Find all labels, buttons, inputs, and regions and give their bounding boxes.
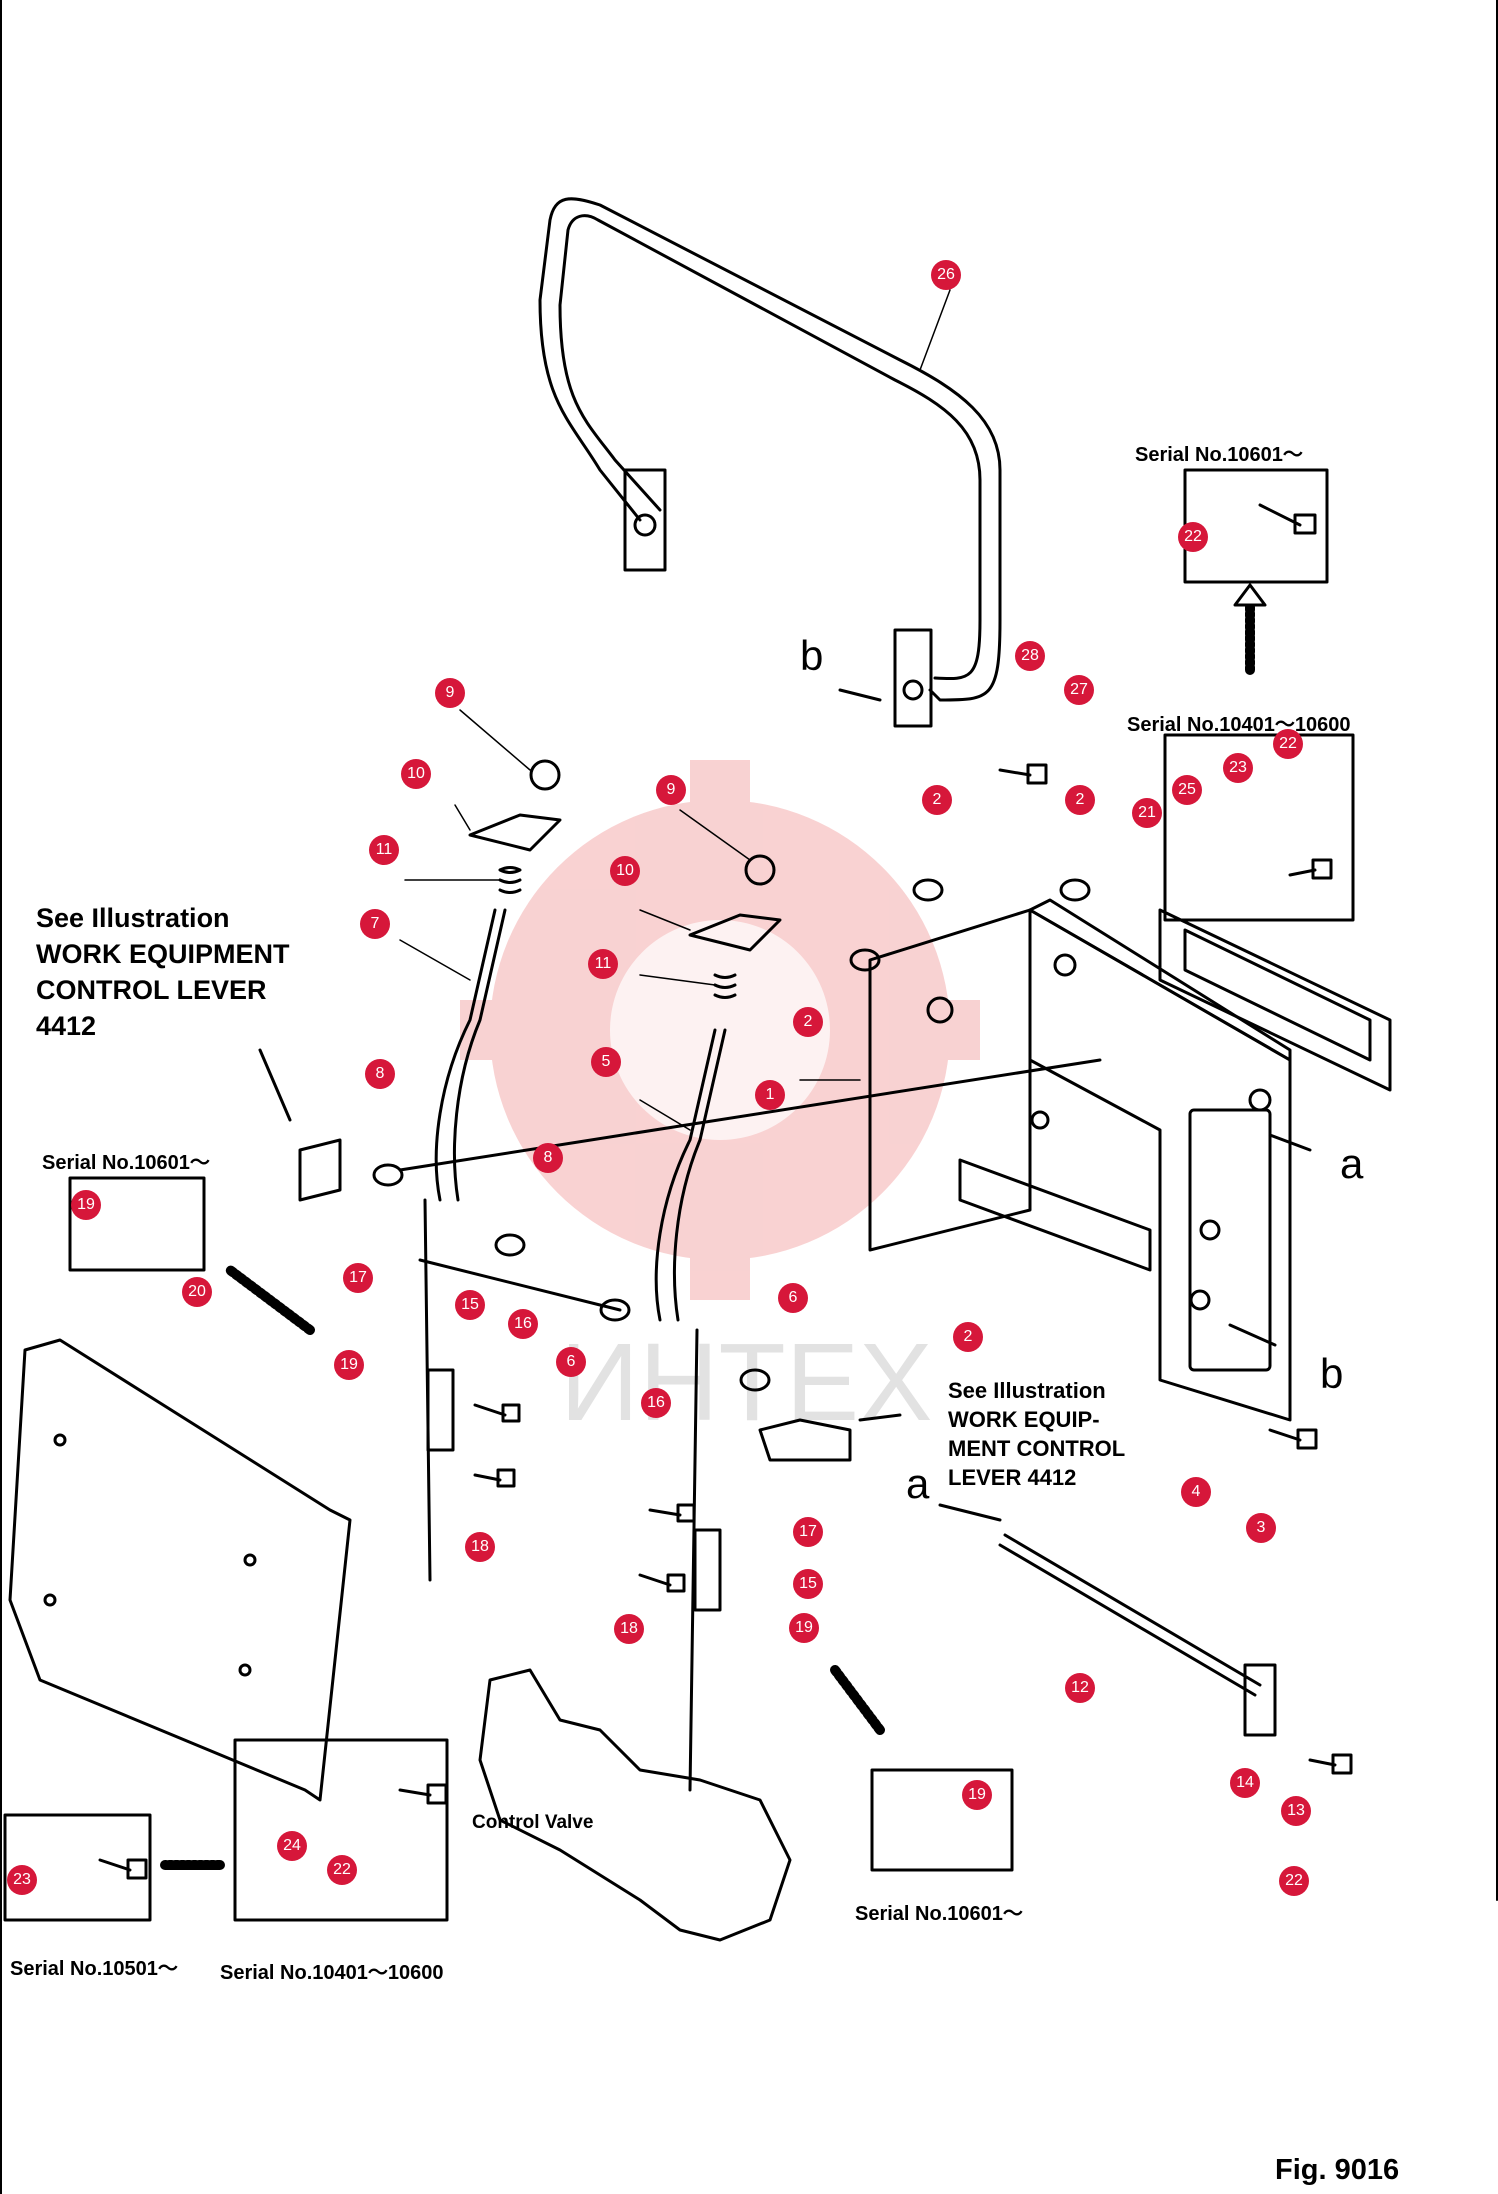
cover-20: [8, 1338, 352, 1802]
box-bottom-left-b: [233, 1738, 449, 1922]
callout-22[interactable]: 22: [1279, 1866, 1309, 1896]
callout-13[interactable]: 13: [1281, 1796, 1311, 1826]
callout-14[interactable]: 14: [1230, 1768, 1260, 1798]
watermark-text: ИНТЕХ: [560, 1321, 932, 1444]
callout-7[interactable]: 7: [360, 909, 390, 939]
callout-23[interactable]: 23: [7, 1865, 37, 1895]
callout-2[interactable]: 2: [953, 1322, 983, 1352]
callout-2[interactable]: 2: [1065, 785, 1095, 815]
control-valve: [478, 1668, 792, 1942]
callout-4[interactable]: 4: [1181, 1477, 1211, 1507]
note-right-line2: WORK EQUIP-: [948, 1407, 1100, 1432]
plate-21: [1158, 908, 1392, 1092]
note-right-line1: See Illustration: [948, 1378, 1106, 1403]
arrow-bottom-right: [830, 1665, 885, 1735]
callout-9[interactable]: 9: [656, 775, 686, 805]
callout-18[interactable]: 18: [465, 1532, 495, 1562]
callout-20[interactable]: 20: [182, 1277, 212, 1307]
serial-bottom-right: Serial No.10601～: [855, 1903, 1023, 1925]
callout-22[interactable]: 22: [1178, 522, 1208, 552]
callout-15[interactable]: 15: [455, 1290, 485, 1320]
callout-22[interactable]: 22: [1273, 729, 1303, 759]
callout-19[interactable]: 19: [789, 1613, 819, 1643]
callout-22[interactable]: 22: [327, 1855, 357, 1885]
callout-17[interactable]: 17: [793, 1517, 823, 1547]
box-bottom-left-a: [3, 1813, 152, 1922]
view-letter-b-right: b: [1320, 1350, 1344, 1397]
callout-19[interactable]: 19: [71, 1190, 101, 1220]
serial-top-right: Serial No.10601～: [1135, 444, 1303, 466]
box-bottom-right: [870, 1768, 1014, 1872]
callout-1[interactable]: 1: [755, 1080, 785, 1110]
callout-16[interactable]: 16: [508, 1309, 538, 1339]
callout-23[interactable]: 23: [1223, 753, 1253, 783]
lever-stand-frame: [868, 898, 1292, 1422]
callout-21[interactable]: 21: [1132, 798, 1162, 828]
callout-27[interactable]: 27: [1064, 675, 1094, 705]
note-left-line4: 4412: [36, 1011, 97, 1041]
note-right-line4: LEVER 4412: [948, 1465, 1077, 1490]
arrow-up-top-right: [1233, 583, 1267, 675]
view-letter-a-bottom: a: [906, 1460, 930, 1507]
serial-bottom-left-b: Serial No.10401～10600: [220, 1962, 444, 1984]
callout-8[interactable]: 8: [533, 1143, 563, 1173]
callout-16[interactable]: 16: [641, 1388, 671, 1418]
callout-25[interactable]: 25: [1172, 775, 1202, 805]
view-letter-a-right: a: [1340, 1140, 1364, 1187]
note-left-line1: See Illustration: [36, 903, 230, 933]
note-right-line3: MENT CONTROL: [948, 1436, 1126, 1461]
note-left-line3: CONTROL LEVER: [36, 975, 267, 1005]
callout-11[interactable]: 11: [588, 949, 618, 979]
bolts: [98, 503, 1353, 1880]
box-left-upper: [68, 1176, 206, 1272]
callout-12[interactable]: 12: [1065, 1673, 1095, 1703]
box-top-right: [1183, 468, 1329, 584]
callout-18[interactable]: 18: [614, 1614, 644, 1644]
callout-8[interactable]: 8: [365, 1059, 395, 1089]
callout-26[interactable]: 26: [931, 260, 961, 290]
callout-11[interactable]: 11: [369, 835, 399, 865]
callout-15[interactable]: 15: [793, 1569, 823, 1599]
callout-9[interactable]: 9: [435, 678, 465, 708]
callout-2[interactable]: 2: [922, 785, 952, 815]
callout-24[interactable]: 24: [277, 1831, 307, 1861]
callout-17[interactable]: 17: [343, 1263, 373, 1293]
view-letter-b-top: b: [800, 632, 824, 679]
control-valve-label: Control Valve: [472, 1812, 594, 1833]
callout-10[interactable]: 10: [401, 759, 431, 789]
callout-2[interactable]: 2: [793, 1007, 823, 1037]
serial-left-upper: Serial No.10601～: [42, 1152, 210, 1174]
serial-mid-right: Serial No.10401～10600: [1127, 714, 1351, 736]
note-left-line2: WORK EQUIPMENT: [36, 939, 290, 969]
callout-10[interactable]: 10: [610, 856, 640, 886]
rod-12: [998, 1533, 1277, 1737]
figure-label: Fig. 9016: [1275, 2154, 1400, 2186]
callout-19[interactable]: 19: [962, 1780, 992, 1810]
callout-5[interactable]: 5: [591, 1047, 621, 1077]
arrow-left-upper: [225, 1265, 315, 1335]
box-mid-right: [1163, 733, 1355, 922]
callout-6[interactable]: 6: [778, 1283, 808, 1313]
handrail: [538, 197, 1002, 728]
serial-bottom-left-a: Serial No.10501～: [10, 1958, 178, 1980]
callout-28[interactable]: 28: [1015, 641, 1045, 671]
callout-6[interactable]: 6: [556, 1347, 586, 1377]
callout-19[interactable]: 19: [334, 1350, 364, 1380]
callout-3[interactable]: 3: [1246, 1513, 1276, 1543]
